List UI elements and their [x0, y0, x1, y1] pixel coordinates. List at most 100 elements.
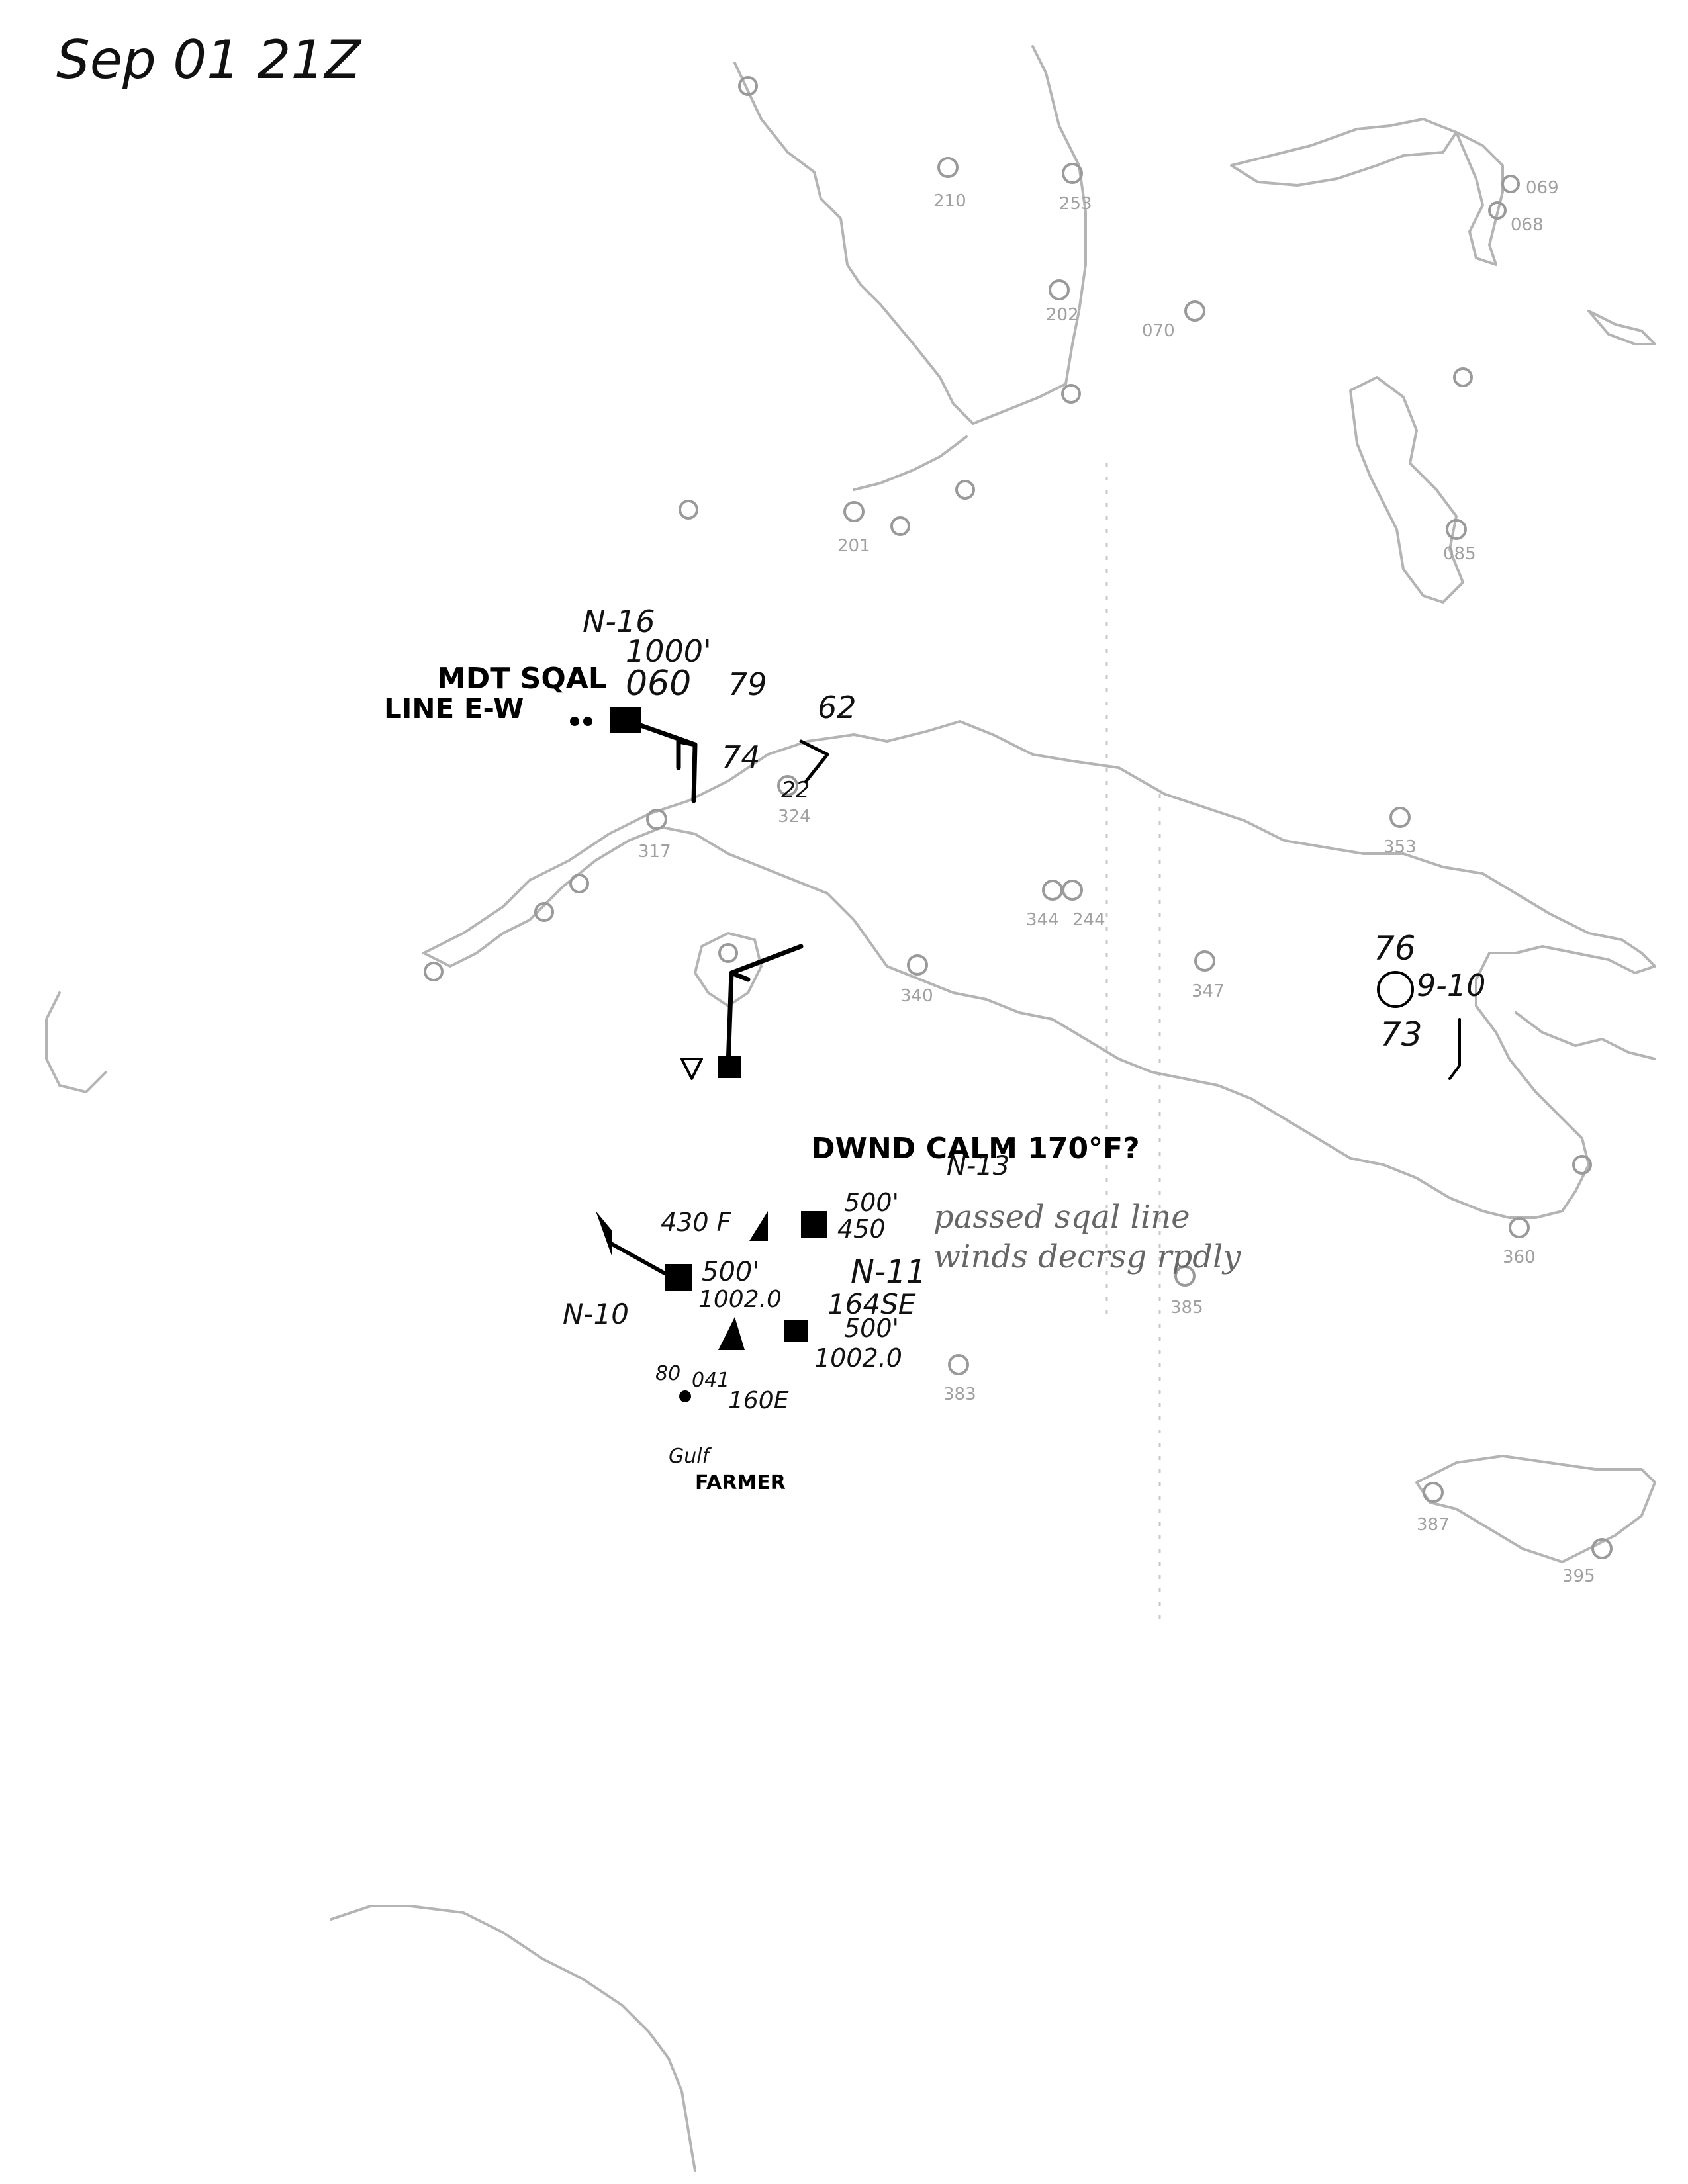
station-square [665, 1264, 692, 1291]
station-circle [1061, 384, 1081, 404]
report-altitude: 500' [702, 1257, 759, 1287]
ship-station [679, 1390, 691, 1402]
station-069: 069 [1501, 175, 1559, 198]
station-circle [738, 76, 758, 96]
station-circle [1377, 971, 1414, 1008]
svg-text:085: 085 [1443, 544, 1476, 564]
report-altitude: 1000' [626, 633, 712, 669]
obs-value: 76 [1374, 929, 1416, 968]
report-text: DWND CALM 170°F? [811, 1132, 1140, 1165]
svg-text:360: 360 [1503, 1248, 1536, 1267]
station-square [784, 1320, 808, 1342]
hispaniola-coast [1515, 1011, 1656, 1060]
station-circle [955, 480, 975, 500]
svg-text:068: 068 [1511, 215, 1544, 235]
isle-of-youth [694, 932, 763, 1007]
station-324: 324 [777, 775, 811, 827]
date-time-label: Sep 01 21Z [56, 29, 362, 91]
station-347: 347 [1192, 950, 1225, 1001]
station-385: 385 [1170, 1265, 1203, 1318]
report-altitude: 500' [844, 1314, 899, 1343]
report-n13: DWND CALM 170°F? N-13 [811, 1132, 1140, 1181]
bahamas-island [1587, 310, 1656, 345]
svg-text:344: 344 [1026, 910, 1059, 930]
obs-value: 73 [1380, 1015, 1423, 1054]
svg-text:347: 347 [1192, 981, 1225, 1001]
shower-symbol [680, 1058, 703, 1080]
rain-dot [570, 717, 579, 726]
station-344: 344 [1026, 880, 1063, 930]
ship-name: Gulf [669, 1445, 712, 1468]
bahamas-island [1455, 131, 1504, 266]
yucatan-edge [45, 991, 107, 1093]
report-id: N-13 [947, 1151, 1009, 1181]
report-value: 430 F [661, 1208, 732, 1237]
wind-flag [749, 1211, 768, 1241]
svg-text:210: 210 [933, 191, 966, 211]
report-id: N-10 [563, 1298, 629, 1330]
wind-barb [623, 717, 698, 803]
station-244: 244 [1062, 880, 1105, 930]
report-east: 76 9-10 73 [1374, 929, 1485, 1080]
report-id: N-16 [583, 604, 655, 639]
report-ship-gulf-farmer: 80 041 160E Gulf FARMER [655, 1362, 789, 1494]
station-387: 387 [1417, 1482, 1450, 1535]
station-circle [569, 874, 589, 893]
wind-barb [799, 739, 829, 783]
station-068: 068 [1488, 201, 1544, 235]
station-circle [534, 902, 554, 922]
svg-text:385: 385 [1170, 1298, 1203, 1318]
ship-value: 80 [655, 1362, 680, 1385]
svg-text:317: 317 [638, 842, 671, 862]
wind-flag [718, 1317, 745, 1350]
report-altitude: 500' [844, 1188, 899, 1217]
station-circle [890, 516, 910, 536]
svg-text:387: 387 [1417, 1515, 1450, 1535]
station-square [718, 1056, 741, 1078]
report-center: 79 74 22 62 [722, 666, 857, 803]
bahamas-island [1349, 376, 1464, 604]
rain-dot [583, 717, 592, 726]
obs-value: 9-10 [1417, 968, 1485, 1003]
report-value: 060 [626, 664, 691, 704]
report-n10: 430 F 500' 1002.0 N-10 [563, 1208, 782, 1330]
svg-text:353: 353 [1383, 837, 1417, 857]
wind-barb [610, 1242, 674, 1279]
svg-text:201: 201 [837, 536, 870, 556]
station-circle [718, 943, 738, 963]
ship-value: 160E [728, 1387, 789, 1414]
ship-name: FARMER [695, 1471, 786, 1494]
report-pressure: 1002.0 [698, 1286, 782, 1313]
svg-text:383: 383 [943, 1385, 976, 1404]
svg-text:253: 253 [1059, 194, 1092, 214]
florida-coast [733, 45, 1087, 425]
report-n16: N-16 1000' MDT SQAL 060 LINE E-W [384, 604, 712, 803]
report-id: N-11 [851, 1253, 926, 1291]
station-360: 360 [1503, 1217, 1536, 1267]
central-america-coast [330, 1905, 696, 2172]
jamaica-coast [1415, 1455, 1656, 1563]
svg-text:202: 202 [1046, 305, 1079, 325]
station-383: 383 [943, 1354, 976, 1404]
station-070: 070 [1142, 300, 1205, 341]
station-317: 317 [638, 809, 671, 862]
note-line: passed sqal line [933, 1199, 1190, 1236]
svg-text:395: 395 [1562, 1567, 1595, 1586]
ship-value: 041 [692, 1369, 729, 1392]
station-circle [679, 500, 698, 520]
report-line2: LINE E-W [384, 692, 524, 725]
station-202: 202 [1046, 279, 1079, 325]
station-085: 085 [1443, 519, 1476, 564]
svg-text:069: 069 [1526, 178, 1559, 198]
note-line: winds decrsg rpdly [933, 1238, 1241, 1275]
obs-value: 62 [818, 690, 857, 725]
svg-text:324: 324 [778, 807, 811, 827]
wind-barb [1448, 1018, 1461, 1080]
svg-text:244: 244 [1072, 910, 1105, 930]
station-210: 210 [933, 157, 966, 211]
report-pressure: 1002.0 [814, 1343, 902, 1373]
station-square [801, 1211, 827, 1238]
station-253: 253 [1059, 163, 1092, 214]
wind-barb [726, 944, 804, 1068]
station-340: 340 [900, 954, 933, 1006]
